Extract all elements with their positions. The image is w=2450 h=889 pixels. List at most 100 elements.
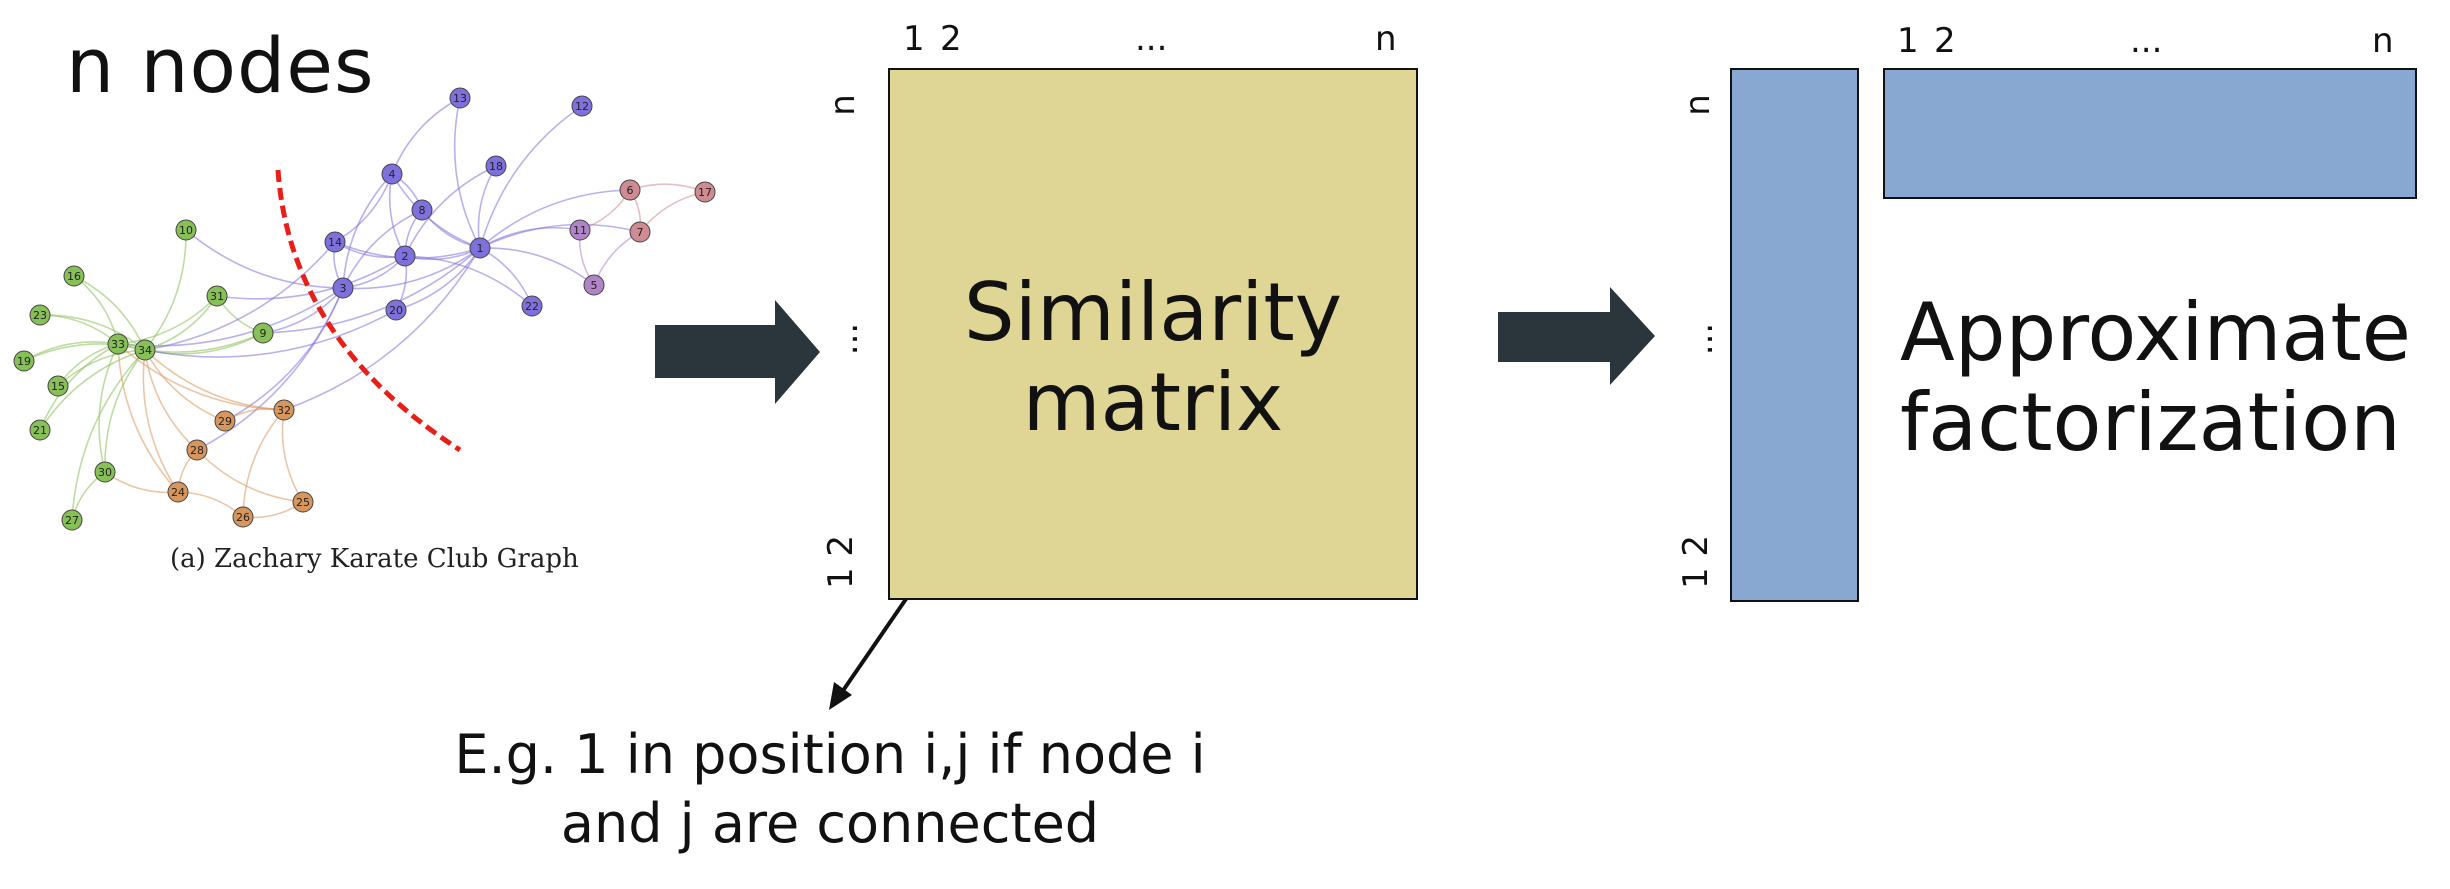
matrix-col-index-ellipsis: ...: [1135, 19, 1168, 59]
similarity-label-line2: matrix: [1022, 355, 1284, 449]
graph-node-label: 24: [171, 486, 185, 499]
graph-edge: [185, 229, 344, 289]
similarity-matrix-label: Similarity matrix: [888, 268, 1418, 447]
graph-edges: [23, 97, 706, 521]
matrix-col-index-1: 1: [903, 19, 925, 59]
graph-node-circle: [292, 491, 314, 513]
similarity-matrix: [888, 68, 1418, 600]
graph-node: 12: [571, 95, 593, 117]
graph-edge: [144, 349, 226, 422]
graph-node: 18: [485, 155, 507, 177]
graph-edge: [391, 173, 481, 249]
graph-node-label: 20: [389, 304, 403, 317]
connection-note: E.g. 1 in position i,j if node i and j a…: [450, 720, 1210, 858]
graph-edge: [281, 409, 304, 503]
graph-node-circle: [381, 163, 403, 185]
graph-edge: [144, 349, 285, 411]
graph-node-circle: [629, 221, 651, 243]
graph-edge: [144, 229, 187, 351]
factorization-label-line2: factorization: [1900, 375, 2401, 469]
graph-node-circle: [63, 265, 85, 287]
graph-node-label: 5: [591, 279, 598, 292]
graph-caption: (a) Zachary Karate Club Graph: [170, 544, 579, 574]
graph-node-label: 13: [453, 92, 467, 105]
factorization-label: Approximate factorization: [1900, 288, 2411, 467]
graph-edge: [144, 241, 336, 351]
graph-node: 26: [232, 506, 254, 528]
graph-node: 17: [694, 181, 716, 203]
graph-node-label: 32: [277, 404, 291, 417]
graph-edge: [242, 409, 285, 518]
graph-node-label: 27: [65, 514, 79, 527]
graph-edge: [104, 349, 146, 473]
factor-col-index-ellipsis: ...: [2130, 21, 2163, 61]
graph-edge: [142, 349, 179, 493]
graph-edge: [334, 241, 406, 259]
graph-edge: [262, 247, 481, 334]
graph-edge: [342, 209, 423, 289]
graph-node-label: 11: [573, 224, 587, 237]
graph-edge: [144, 309, 397, 358]
graph-node-circle: [61, 509, 83, 531]
graph-edge: [639, 191, 706, 233]
graph-node: 2: [394, 245, 416, 267]
graph-node: 4: [381, 163, 403, 185]
note-line2: and j are connected: [560, 792, 1100, 856]
graph-node: 5: [583, 274, 605, 296]
graph-edge: [196, 449, 304, 503]
graph-node-label: 26: [236, 511, 250, 524]
graph-node: 11: [569, 219, 591, 241]
factor-col-index-1: 1: [1897, 21, 1919, 61]
graph-node: 24: [167, 481, 189, 503]
graph-node: 29: [214, 410, 236, 432]
note-line1: E.g. 1 in position i,j if node i: [454, 723, 1206, 786]
graph-edge: [629, 183, 706, 193]
matrix-row-index-1-2: 1 2: [821, 534, 862, 590]
graph-node-label: 19: [17, 355, 31, 368]
graph-node-label: 4: [389, 168, 396, 181]
graph-node-circle: [273, 399, 295, 421]
graph-node: 14: [324, 231, 346, 253]
graph-edge: [39, 314, 119, 345]
matrix-col-index-n: n: [1375, 19, 1397, 59]
matrix-row-index-ellipsis: ...: [826, 322, 867, 356]
graph-node: 33: [107, 333, 129, 355]
graph-node: 32: [273, 399, 295, 421]
graph-node-circle: [583, 274, 605, 296]
graph-node: 34: [134, 339, 156, 361]
arrow-graph-to-matrix: [655, 300, 820, 404]
graph-node-circle: [47, 375, 69, 397]
graph-node-label: 6: [627, 184, 634, 197]
factor-tall-matrix: [1730, 68, 1859, 602]
graph-node-circle: [385, 299, 407, 321]
graph-node-label: 1: [477, 242, 484, 255]
graph-node-label: 31: [210, 290, 224, 303]
graph-edge: [39, 343, 119, 431]
graph-node-label: 15: [51, 380, 65, 393]
graph-node-circle: [13, 350, 35, 372]
graph-edge: [39, 314, 146, 351]
graph-node-label: 30: [98, 466, 112, 479]
graph-node: 9: [252, 322, 274, 344]
matrix-col-index-2: 2: [940, 19, 962, 59]
graph-node-label: 12: [575, 100, 589, 113]
graph-node-circle: [694, 181, 716, 203]
graph-edge: [388, 173, 406, 257]
graph-edge: [404, 165, 497, 257]
graph-node: 1: [469, 237, 491, 259]
graph-edge: [117, 343, 179, 493]
graph-node: 28: [186, 439, 208, 461]
graph-node-circle: [571, 95, 593, 117]
graph-node-label: 8: [419, 204, 426, 217]
graph-node-circle: [324, 231, 346, 253]
graph-edge: [479, 105, 583, 249]
graph-edge: [216, 255, 406, 300]
graph-edge: [224, 287, 344, 422]
graph-edge: [453, 97, 481, 249]
graph-node: 27: [61, 509, 83, 531]
graph-node: 20: [385, 299, 407, 321]
graph-node-label: 34: [138, 344, 152, 357]
graph-node-label: 25: [296, 496, 310, 509]
graph-node-circle: [232, 506, 254, 528]
